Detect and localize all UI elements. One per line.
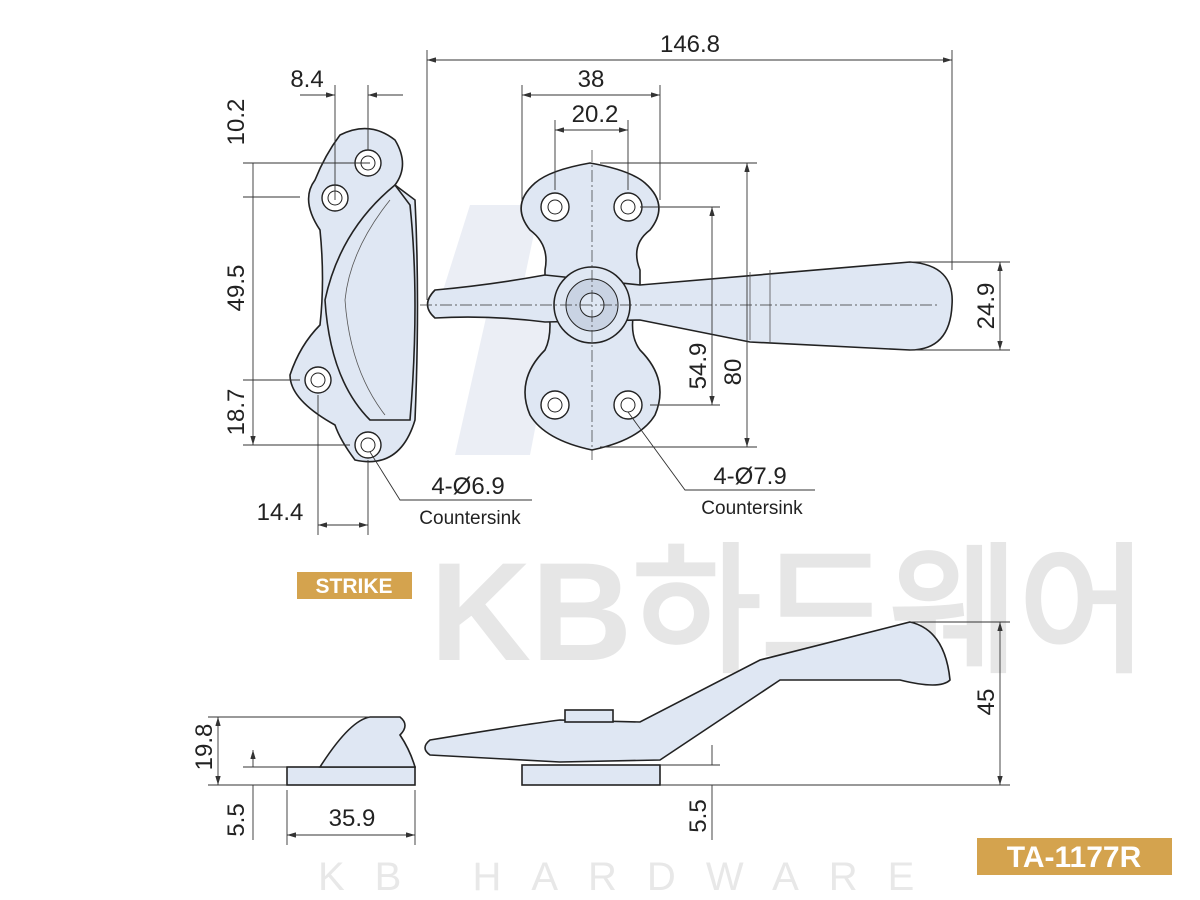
- strike-top-view: [289, 127, 419, 463]
- note-strike-countersink: Countersink: [419, 508, 521, 529]
- strike-label: STRIKE: [315, 575, 392, 598]
- model-badge: TA-1177R: [977, 838, 1172, 875]
- dim-strike-height: 19.8: [191, 724, 218, 771]
- strike-side-view: [286, 716, 417, 786]
- note-handle-countersink: Countersink: [701, 498, 803, 519]
- watermark-english: KB HARDWARE: [318, 855, 944, 899]
- dim-handle-width: 24.9: [973, 283, 1000, 330]
- model-label: TA-1177R: [1007, 841, 1142, 874]
- dim-base-height: 80: [720, 359, 747, 386]
- dim-strike-base-thickness: 5.5: [223, 803, 250, 836]
- dim-handle-base-thickness: 5.5: [685, 799, 712, 832]
- note-handle-holes: 4-Ø7.9: [713, 463, 786, 490]
- handle-top-view: [420, 150, 953, 460]
- handle-side-view: [424, 621, 951, 786]
- dim-strike-length: 35.9: [329, 805, 376, 832]
- dim-strike-top: 10.2: [223, 99, 250, 146]
- dim-strike-bottom: 18.7: [223, 389, 250, 436]
- dim-overall-length: 146.8: [660, 31, 720, 58]
- dimension-lines: [208, 50, 1010, 845]
- dim-hole-spacing: 20.2: [572, 101, 619, 128]
- dim-strike-hole-x: 14.4: [257, 499, 304, 526]
- dim-handle-height: 45: [973, 689, 1000, 716]
- dim-strike-offset: 8.4: [290, 66, 323, 93]
- dim-base-width: 38: [578, 66, 605, 93]
- dim-strike-span: 49.5: [223, 265, 250, 312]
- dim-hole-span-v: 54.9: [685, 343, 712, 390]
- strike-badge: STRIKE: [297, 572, 412, 599]
- note-strike-holes: 4-Ø6.9: [431, 473, 504, 500]
